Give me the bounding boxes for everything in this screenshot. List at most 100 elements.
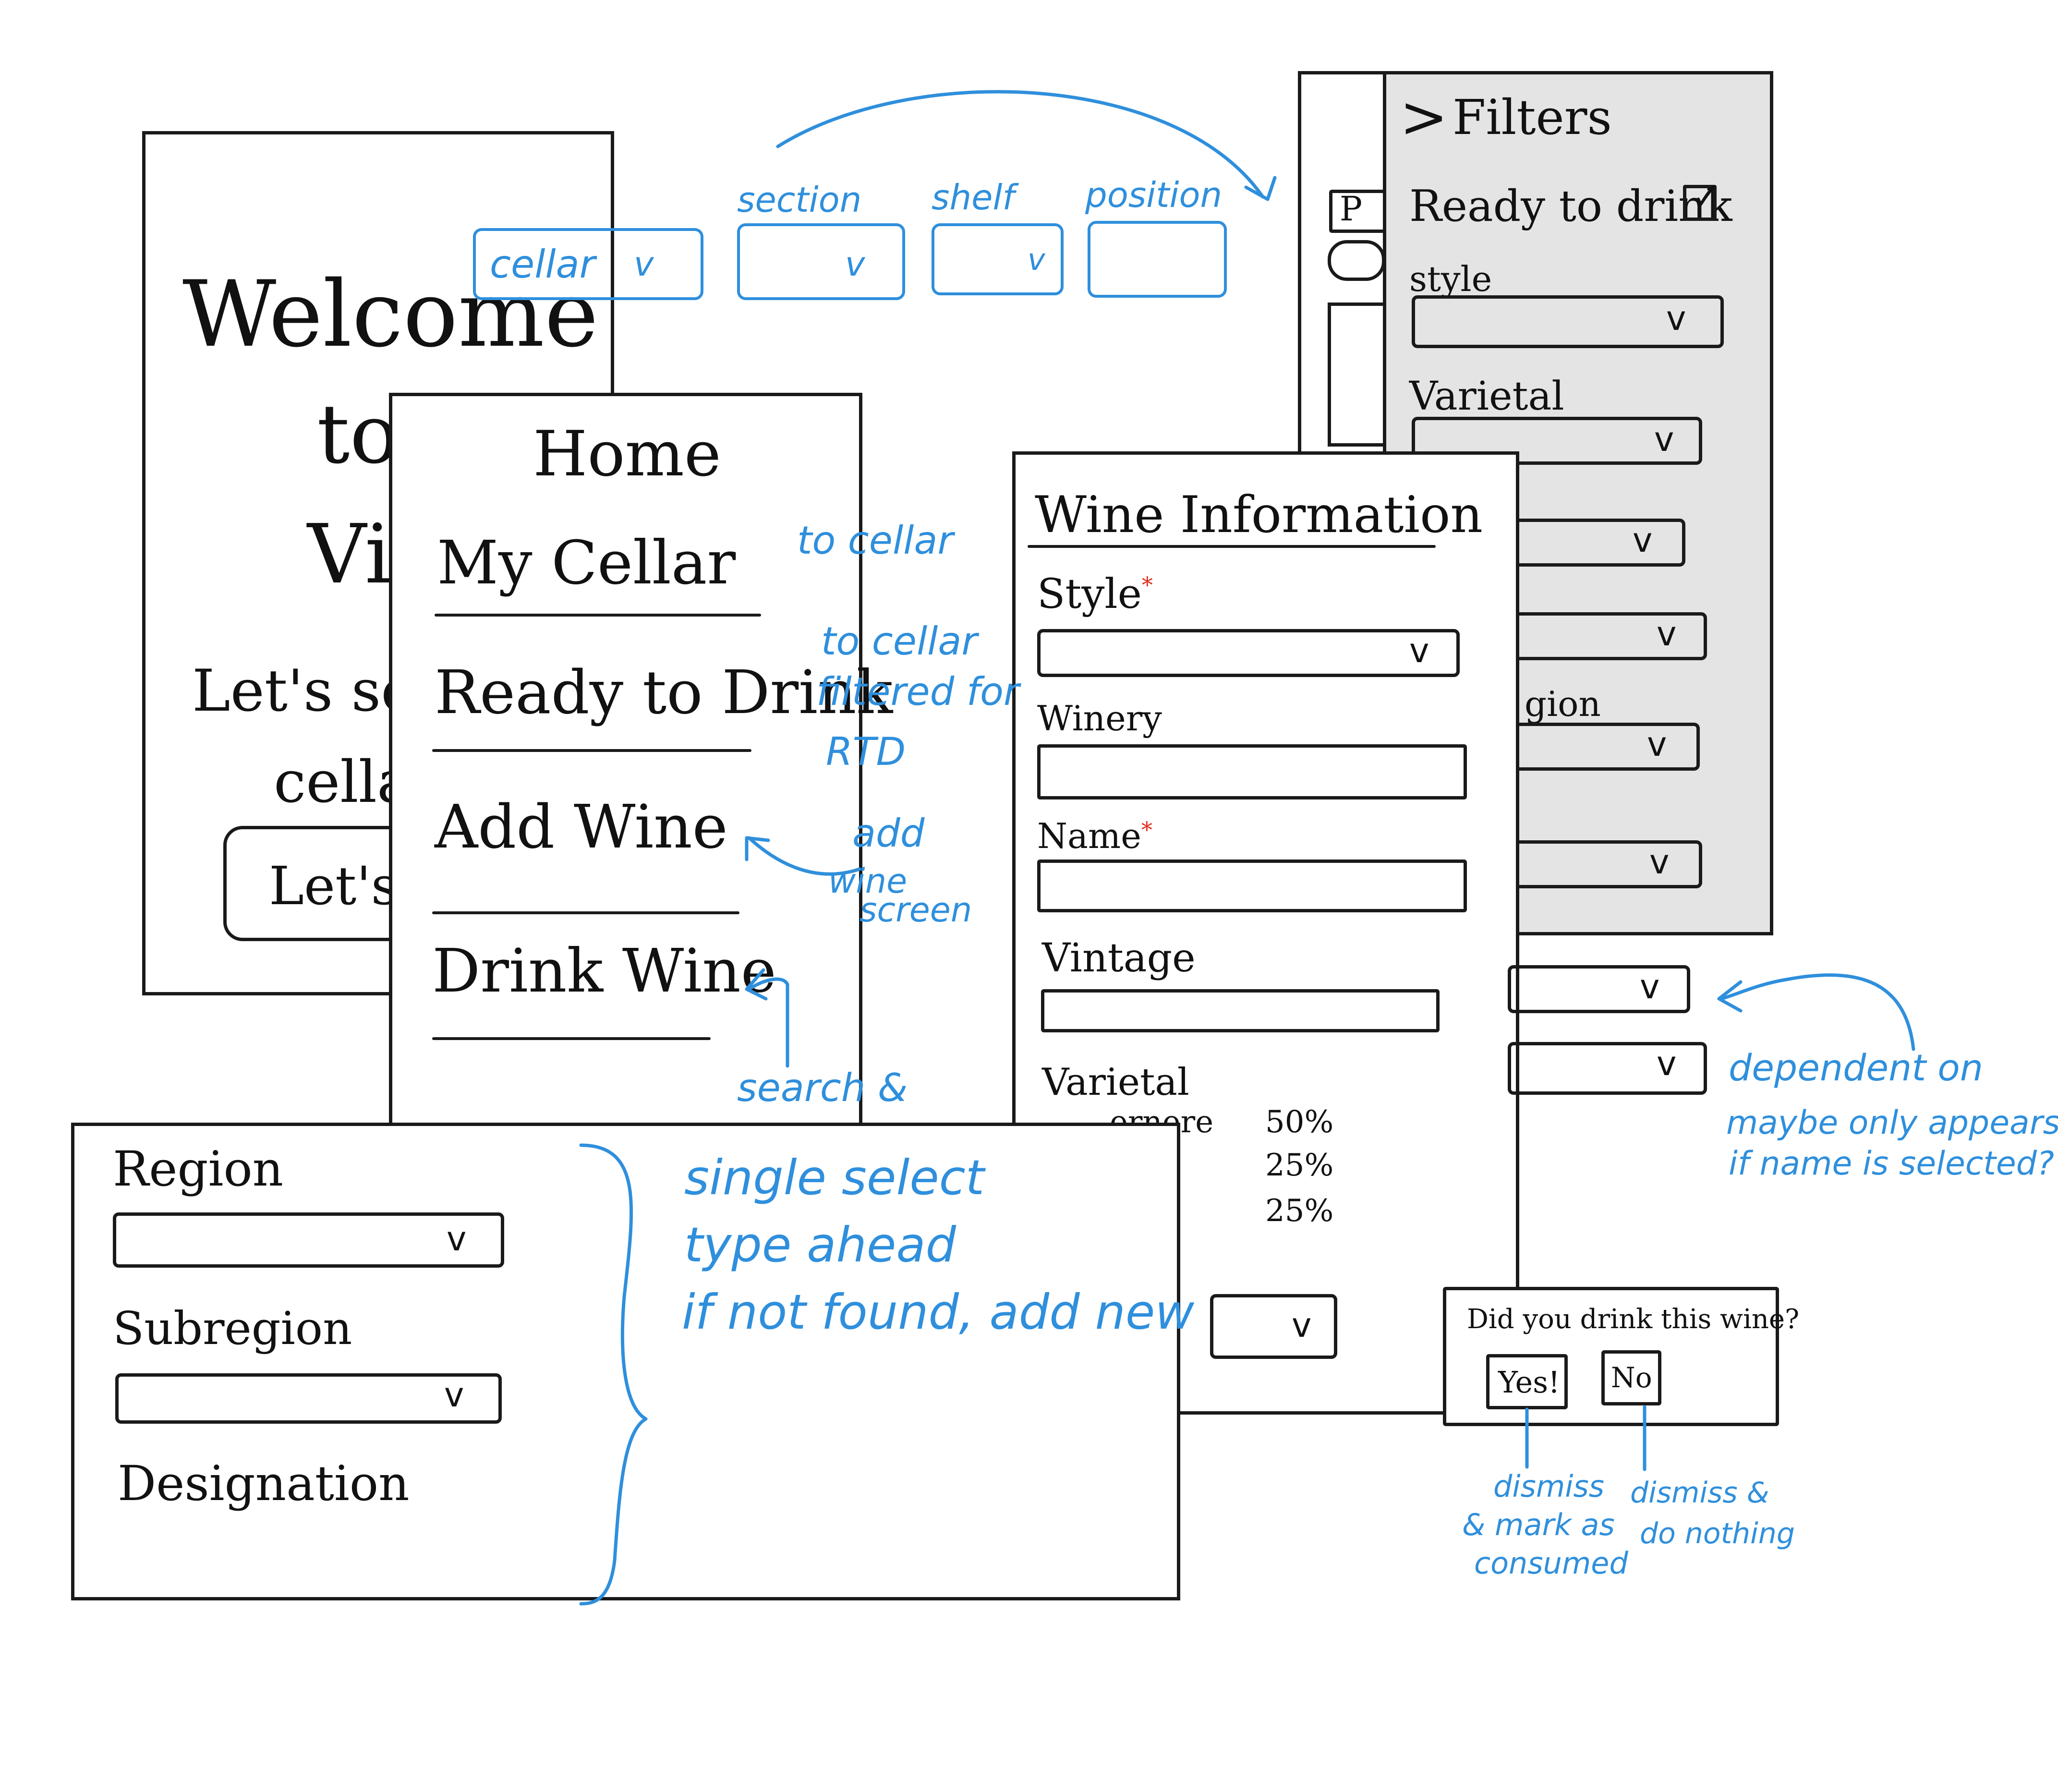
- wine-varietal-label: Varietal: [1042, 1061, 1189, 1104]
- dependent-select-2[interactable]: [1508, 1042, 1707, 1095]
- varietal-row-pct: 25%: [1265, 1193, 1334, 1229]
- welcome-start-button-label: Let's: [269, 855, 399, 917]
- drink-yes-label: Yes!: [1498, 1365, 1560, 1400]
- arrow-add-wine: [747, 836, 861, 876]
- arrow-drink-wine: [747, 977, 789, 1068]
- annotation-single-select: single select: [684, 1150, 984, 1206]
- wine-info-title-underline: [1028, 545, 1436, 548]
- drink-no-button[interactable]: [1601, 1350, 1661, 1405]
- subregion-select[interactable]: [115, 1373, 502, 1424]
- welcome-title-line2: to: [317, 387, 399, 482]
- shelf-select[interactable]: [932, 223, 1064, 295]
- annotation-dependent-3: if name is selected?: [1729, 1145, 2054, 1183]
- chevron-down-icon: v: [444, 1375, 464, 1415]
- filters-title: Filters: [1453, 89, 1612, 145]
- filter-varietal-select[interactable]: [1412, 417, 1702, 465]
- chevron-down-icon: v: [1292, 1306, 1312, 1345]
- annotation-to-cellar-filtered-2: filtered for: [816, 669, 1019, 714]
- annotation-dismiss-no-1: dismiss &: [1630, 1476, 1769, 1510]
- filter-ready-to-drink-label: Ready to drink: [1409, 181, 1732, 231]
- filter-ready-to-drink-checkbox[interactable]: [1683, 185, 1717, 221]
- annotation-dependent-1: dependent on: [1729, 1046, 1983, 1089]
- annotation-to-cellar-filtered-3: RTD: [826, 729, 906, 774]
- arrowhead-icon: [1244, 176, 1277, 201]
- home-item-divider: [432, 1037, 711, 1040]
- home-item-add-wine[interactable]: Add Wine: [435, 792, 728, 862]
- home-item-drink-wine[interactable]: Drink Wine: [432, 936, 776, 1006]
- annotation-search: search &: [737, 1066, 908, 1110]
- designation-label: Designation: [118, 1455, 410, 1512]
- chevron-down-icon: v: [1633, 521, 1653, 560]
- subregion-label: Subregion: [113, 1302, 352, 1355]
- annotation-not-found: if not found, add new: [682, 1284, 1195, 1340]
- chevron-down-icon: v: [1409, 631, 1429, 670]
- arrowhead-icon: [745, 968, 768, 1001]
- position-input[interactable]: [1088, 221, 1227, 298]
- required-marker: *: [1141, 817, 1152, 843]
- wine-name-label: Name*: [1037, 816, 1152, 856]
- annotation-to-cellar: to cellar: [797, 518, 954, 563]
- region-panel: [71, 1123, 1180, 1600]
- required-marker: *: [1141, 572, 1153, 598]
- home-item-divider: [432, 749, 751, 752]
- dependent-select-1[interactable]: [1508, 965, 1690, 1013]
- wine-name-input[interactable]: [1037, 860, 1467, 912]
- brace-icon: [579, 1143, 648, 1606]
- wine-varietal-select[interactable]: [1210, 1294, 1337, 1359]
- varietal-row-pct: 50%: [1265, 1104, 1334, 1140]
- welcome-subtitle-line2: cella: [274, 749, 412, 816]
- wine-style-select[interactable]: [1037, 629, 1460, 677]
- shelf-label: shelf: [932, 177, 1015, 218]
- chevron-down-icon: v: [1640, 967, 1660, 1006]
- drink-wine-question: Did you drink this wine?: [1467, 1304, 1800, 1335]
- annotation-dismiss-yes-3: consumed: [1474, 1546, 1628, 1581]
- filter-style-label: style: [1409, 259, 1492, 299]
- position-label: position: [1085, 175, 1223, 215]
- region-label: Region: [113, 1141, 284, 1197]
- arrowhead-icon: [745, 836, 770, 861]
- chevron-down-icon: v: [1649, 842, 1670, 882]
- home-title: Home: [533, 417, 721, 490]
- home-screen: [389, 393, 862, 1171]
- cellar-list-letter: P: [1340, 189, 1363, 229]
- home-item-divider: [435, 614, 761, 617]
- annotation-dismiss-yes-1: dismiss: [1493, 1469, 1605, 1504]
- home-item-divider: [432, 911, 739, 914]
- home-item-ready-to-drink[interactable]: Ready to Drink: [435, 658, 893, 727]
- chevron-down-icon: v: [1657, 614, 1677, 654]
- home-item-my-cellar[interactable]: My Cellar: [437, 528, 736, 598]
- wine-winery-label: Winery: [1037, 698, 1162, 739]
- chevron-down-icon: v: [447, 1219, 467, 1259]
- chevron-down-icon: v: [1654, 420, 1674, 459]
- wine-vintage-label: Vintage: [1042, 935, 1196, 981]
- annotation-dismiss-yes-2: & mark as: [1462, 1507, 1615, 1542]
- arrow-dependent: [1719, 973, 1915, 1051]
- region-select[interactable]: [113, 1212, 504, 1268]
- annotation-add-wine-2: wine: [828, 861, 908, 901]
- wine-vintage-input[interactable]: [1041, 989, 1440, 1032]
- chevron-down-icon: v: [1666, 299, 1686, 338]
- varietal-row-pct: 25%: [1265, 1148, 1334, 1183]
- annotation-add-wine-3: screen: [860, 890, 972, 930]
- filter-varietal-label: Varietal: [1409, 374, 1564, 419]
- arrowhead-icon: [1717, 980, 1743, 1013]
- chevron-down-icon: v: [634, 244, 654, 284]
- annotation-dismiss-no-2: do nothing: [1640, 1517, 1795, 1550]
- cellar-select[interactable]: [473, 228, 703, 300]
- chevron-down-icon: v: [845, 244, 865, 284]
- wine-winery-input[interactable]: [1037, 744, 1467, 799]
- welcome-title-line3: Vi: [307, 507, 391, 602]
- section-select[interactable]: [737, 223, 905, 300]
- checkmark-icon: ✓: [1690, 174, 1723, 219]
- filter-style-select[interactable]: [1412, 295, 1724, 348]
- chevron-down-icon: v: [1028, 242, 1045, 277]
- wine-info-title: Wine Information: [1035, 485, 1483, 544]
- chevron-down-icon: v: [1647, 725, 1667, 764]
- drink-no-label: No: [1611, 1361, 1652, 1394]
- filter-region-label-fragment: gion: [1525, 684, 1601, 724]
- cellar-select-value: cellar: [490, 242, 595, 287]
- chevron-down-icon: v: [1657, 1044, 1677, 1083]
- chevron-right-icon[interactable]: >: [1400, 84, 1448, 151]
- wine-style-label: Style*: [1037, 570, 1153, 618]
